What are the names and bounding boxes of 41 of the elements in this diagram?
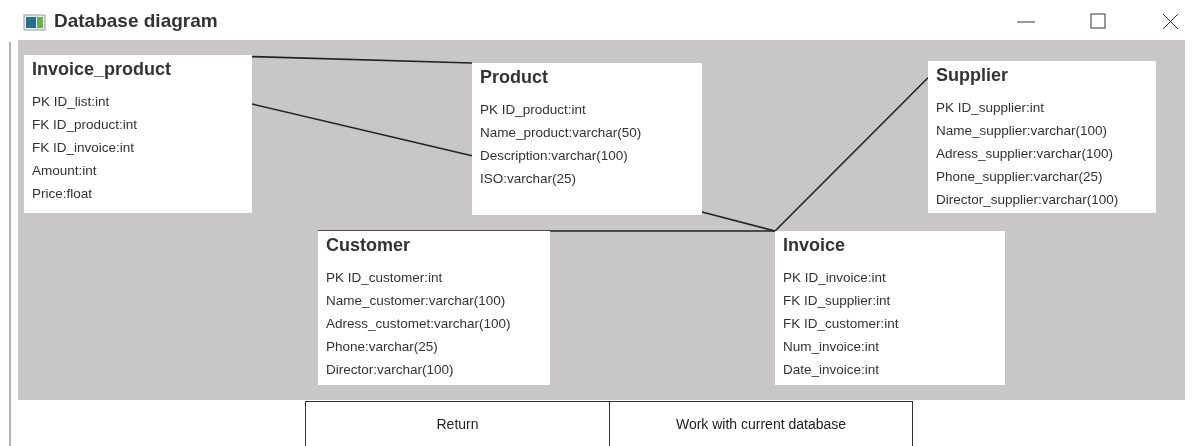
column-definition: PK ID_product:int xyxy=(480,101,587,119)
column-definition: Director:varchar(100) xyxy=(326,361,455,379)
column-definition: Num_invoice:int xyxy=(783,338,881,356)
table-name: Product xyxy=(480,67,549,88)
column-definition: PK ID_invoice:int xyxy=(783,269,887,287)
column-definition: ISO:varchar(25) xyxy=(480,170,578,188)
column-definition: PK ID_customer:int xyxy=(326,269,444,287)
action-button: Return xyxy=(305,401,610,446)
table-name: Supplier xyxy=(936,65,1009,86)
table-box xyxy=(24,55,252,213)
column-definition: FK ID_product:int xyxy=(32,116,139,134)
table-box xyxy=(318,231,550,385)
relationship-line xyxy=(774,76,929,232)
column-definition: Phone_supplier:varchar(25) xyxy=(936,168,1104,186)
column-definition: Name_product:varchar(50) xyxy=(480,124,643,142)
column-definition: PK ID_supplier:int xyxy=(936,99,1046,117)
column-definition: Price:float xyxy=(32,185,94,203)
column-definition: Director_supplier:varchar(100) xyxy=(936,191,1120,209)
table-box xyxy=(472,63,702,215)
table-name: Invoice_product xyxy=(32,59,173,80)
column-definition: Description:varchar(100) xyxy=(480,147,629,165)
column-definition: FK ID_invoice:int xyxy=(32,139,136,157)
column-definition: PK ID_list:int xyxy=(32,93,111,111)
table-box xyxy=(775,231,1005,385)
column-definition: Date_invoice:int xyxy=(783,361,881,379)
table-name: Invoice xyxy=(783,235,847,256)
table-name: Customer xyxy=(326,235,411,256)
relationship-line xyxy=(251,103,473,157)
table-box xyxy=(928,61,1156,213)
column-definition: Name_customer:varchar(100) xyxy=(326,292,507,310)
column-definition: Name_supplier:varchar(100) xyxy=(936,122,1109,140)
relationship-line xyxy=(317,230,776,232)
window-title: Database diagram xyxy=(54,10,218,32)
column-definition: Adress_customet:varchar(100) xyxy=(326,315,512,333)
relationship-line xyxy=(251,55,473,64)
column-definition: FK ID_customer:int xyxy=(783,315,900,333)
column-definition: Adress_supplier:varchar(100) xyxy=(936,145,1115,163)
column-definition: Phone:varchar(25) xyxy=(326,338,439,356)
action-button: Work with current database xyxy=(609,401,913,446)
column-definition: Amount:int xyxy=(32,162,98,180)
column-definition: FK ID_supplier:int xyxy=(783,292,892,310)
